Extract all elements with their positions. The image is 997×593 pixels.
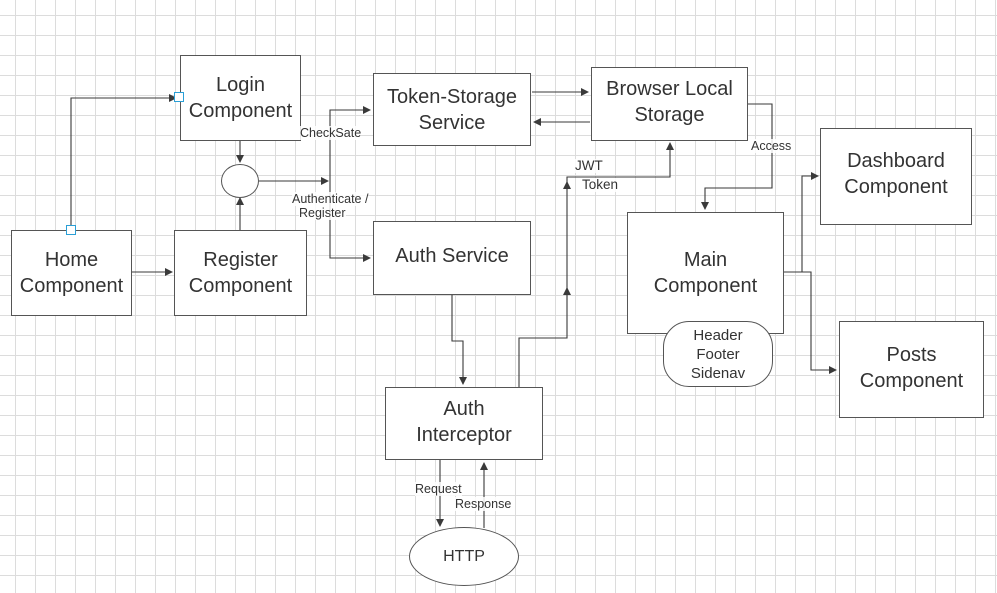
- dashboard-label-2: Component: [844, 176, 948, 198]
- auth-service-label: Auth Service: [395, 245, 509, 267]
- checksate-label: CheckSate: [300, 126, 362, 140]
- http-label: HTTP: [443, 547, 485, 565]
- posts-label-1: Posts: [886, 344, 937, 366]
- request-label: Request: [415, 482, 462, 496]
- to-token-storage-arrow: [329, 106, 371, 181]
- register-label-1: Register: [203, 249, 278, 271]
- token-label: Token: [582, 177, 619, 192]
- main-to-dashboard-arrow: [784, 172, 819, 273]
- connection-handle[interactable]: [174, 92, 184, 102]
- junction-node[interactable]: [221, 164, 259, 198]
- browser-local-storage[interactable]: Browser Local Storage: [591, 67, 748, 141]
- token-storage-service[interactable]: Token-Storage Service: [373, 73, 531, 146]
- login-label-1: Login: [216, 74, 265, 96]
- auth-interceptor[interactable]: Auth Interceptor: [385, 387, 543, 460]
- interceptor-label-2: Interceptor: [416, 424, 512, 446]
- auth-service[interactable]: Auth Service: [373, 221, 531, 295]
- posts-label-2: Component: [859, 370, 964, 392]
- token-storage-label-1: Token-Storage: [386, 85, 518, 108]
- connection-handle[interactable]: [66, 225, 76, 235]
- access-arrow: [701, 103, 773, 210]
- interceptor-to-storage-arrow: [518, 142, 674, 387]
- http-node[interactable]: HTTP: [409, 527, 519, 586]
- layout-header-label: Header: [693, 326, 743, 344]
- posts-component[interactable]: Posts Component: [839, 321, 984, 418]
- response-label: Response: [455, 497, 512, 511]
- browser-storage-label-1: Browser Local: [606, 78, 733, 100]
- register-edge-label: Register: [299, 206, 346, 220]
- home-label-1: Home: [44, 249, 99, 271]
- dashboard-component[interactable]: Dashboard Component: [820, 128, 972, 225]
- access-label: Access: [751, 139, 792, 153]
- home-component[interactable]: Home Component: [11, 230, 132, 316]
- main-label-1: Main: [683, 249, 728, 271]
- login-component[interactable]: Login Component: [180, 55, 301, 141]
- layout-parts-node[interactable]: Header Footer Sidenav: [663, 321, 773, 387]
- main-label-2: Component: [653, 275, 758, 297]
- layout-footer-label: Footer: [696, 345, 740, 363]
- browser-storage-label-2: Storage: [634, 104, 705, 126]
- jwt-label: JWT: [575, 158, 603, 173]
- register-component[interactable]: Register Component: [174, 230, 307, 316]
- interceptor-label-1: Auth: [443, 398, 485, 420]
- authenticate-label: Authenticate /: [292, 192, 369, 206]
- register-label-2: Component: [188, 275, 293, 297]
- home-label-2: Component: [19, 275, 124, 297]
- main-component[interactable]: Main Component: [627, 212, 784, 334]
- main-to-posts-arrow: [784, 271, 837, 374]
- dashboard-label-1: Dashboard: [847, 150, 945, 172]
- layout-sidenav-label: Sidenav: [690, 364, 746, 382]
- login-label-2: Component: [188, 100, 293, 122]
- home-to-login-arrow: [70, 94, 177, 230]
- auth-to-interceptor-arrow: [451, 294, 467, 385]
- token-storage-label-2: Service: [418, 111, 486, 134]
